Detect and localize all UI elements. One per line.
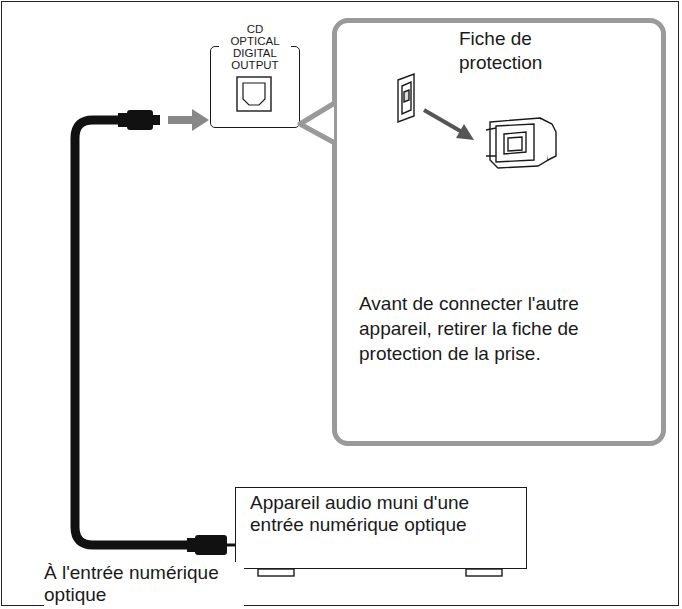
jack-illustration	[398, 74, 414, 122]
output-panel: CD OPTICAL DIGITAL OUTPUT	[210, 46, 300, 128]
optical-cable	[75, 109, 235, 555]
cable-label: À l'entrée numérique optique	[44, 562, 244, 606]
optical-jack	[235, 75, 275, 115]
audio-device-box: Appareil audio muni d'une entrée numériq…	[235, 487, 527, 569]
protective-cap	[486, 118, 556, 168]
device-feet	[258, 569, 502, 576]
part-label: Fiche de protection	[459, 27, 579, 75]
removal-arrow	[424, 110, 474, 140]
node-text: Appareil audio muni d'une entrée numériq…	[236, 488, 526, 540]
callout-box: Fiche de protectionAvant de connecter l'…	[332, 18, 666, 446]
node-text: CD OPTICAL DIGITAL OUTPUT	[219, 23, 291, 71]
note-text: Avant de connecter l'autre appareil, ret…	[359, 291, 639, 366]
